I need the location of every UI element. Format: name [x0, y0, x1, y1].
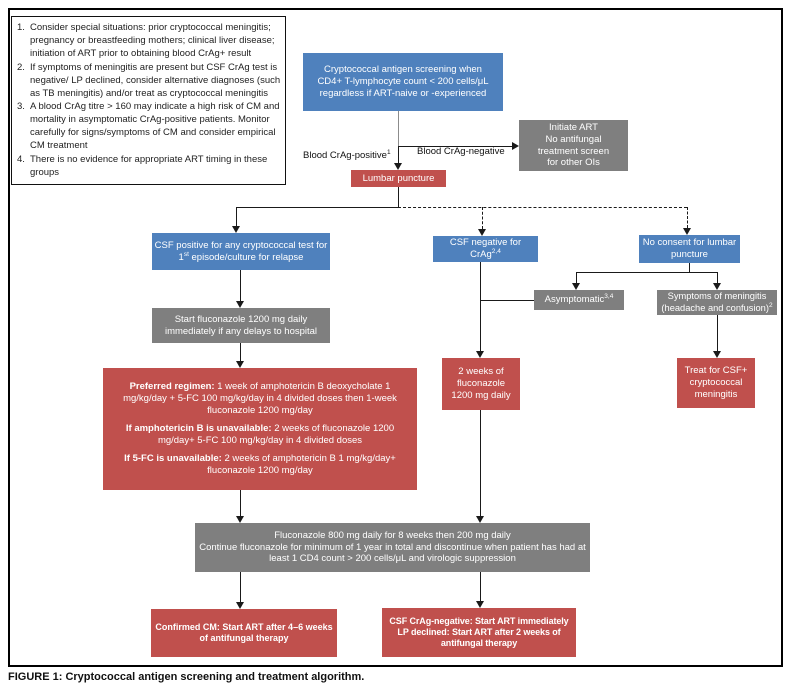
- note-number: 1.: [17, 22, 25, 33]
- label-blood-crag-negative: Blood CrAg-negative: [417, 146, 505, 157]
- arrowhead-confirmed-cm: [236, 602, 244, 609]
- edge-symptoms-drop: [717, 272, 718, 283]
- arrowhead-csf-negative: [478, 229, 486, 236]
- node-symptoms-meningitis: Symptoms of meningitis (headache and con…: [657, 290, 777, 315]
- csf-negative-sup: 2,4: [491, 247, 501, 255]
- node-two-weeks-fluconazole: 2 weeks of fluconazole 1200 mg daily: [442, 358, 520, 410]
- arrowhead-maintenance-right: [476, 516, 484, 523]
- asymptomatic-sup: 3,4: [604, 292, 614, 300]
- regimen-no-5fc-text: 2 weeks of amphotericin B 1 mg/kg/day+ f…: [207, 452, 396, 476]
- note-text: Consider special situations: prior crypt…: [30, 22, 275, 59]
- note-item-4: 4. There is no evidence for appropriate …: [17, 154, 281, 180]
- edge-csf-negative-drop-dashed: [482, 207, 483, 229]
- edge-start-fluconazole-down: [240, 343, 241, 361]
- arrowhead-lumbar: [394, 163, 402, 170]
- node-start-fluconazole: Start fluconazole 1200 mg daily immediat…: [152, 308, 330, 343]
- label-blood-crag-positive-text: Blood CrAg-positive: [303, 150, 387, 161]
- note-number: 4.: [17, 154, 25, 166]
- edge-maintenance-left-down: [240, 572, 241, 602]
- asymptomatic-pre: Asymptomatic: [544, 294, 605, 306]
- regimen-preferred-label: Preferred regimen:: [129, 381, 215, 393]
- arrowhead-two-weeks: [476, 351, 484, 358]
- arrowhead-csf-positive: [232, 226, 240, 233]
- note-item-1: 1. Consider special situations: prior cr…: [17, 22, 281, 61]
- edge-maintenance-right-down: [480, 572, 481, 601]
- figure-caption-label: FIGURE 1:: [8, 671, 63, 683]
- edge-asymptomatic-drop: [576, 272, 577, 283]
- note-text: If symptoms of meningitis are present bu…: [30, 61, 281, 99]
- edge-two-weeks-down: [480, 410, 481, 516]
- csf-negative-text: CSF negative for CrAg2,4: [435, 237, 536, 261]
- arrowhead-treat-csf: [713, 351, 721, 358]
- edge-csf-positive-down: [240, 270, 241, 301]
- edge-no-consent-down: [689, 263, 690, 272]
- csf-positive-post: episode/culture for relapse: [188, 251, 304, 263]
- csf-positive-pre: CSF positive for any cryptococcal test f…: [154, 239, 328, 263]
- node-maintenance-fluconazole: Fluconazole 800 mg daily for 8 weeks the…: [195, 523, 590, 572]
- node-csf-positive: CSF positive for any cryptococcal test f…: [152, 233, 330, 270]
- figure-caption-text: Cryptococcal antigen screening and treat…: [62, 671, 365, 683]
- arrowhead-no-consent: [683, 228, 691, 235]
- node-lumbar-puncture: Lumbar puncture: [351, 170, 446, 187]
- edge-csf-negative-down: [480, 262, 481, 351]
- arrowhead-regimen: [236, 361, 244, 368]
- note-text: There is no evidence for appropriate ART…: [30, 154, 268, 178]
- note-item-3: 3. A blood CrAg titre > 160 may indicate…: [17, 101, 281, 153]
- node-screening: Cryptococcal antigen screening when CD4+…: [303, 53, 503, 111]
- notes-box: 1. Consider special situations: prior cr…: [11, 16, 286, 185]
- figure-caption: FIGURE 1: Cryptococcal antigen screening…: [8, 671, 364, 683]
- label-blood-crag-positive-sup: 1: [386, 148, 391, 156]
- edge-lumbar-down: [398, 187, 399, 207]
- node-asymptomatic: Asymptomatic3,4: [534, 290, 624, 310]
- symptoms-line2: (headache and confusion)2: [661, 301, 773, 315]
- arrowhead-initiate-art: [512, 142, 519, 150]
- edge-symptoms-down: [717, 315, 718, 351]
- arrowhead-asymptomatic: [572, 283, 580, 290]
- node-treat-csf-positive: Treat for CSF+ cryptococcal meningitis: [677, 358, 755, 408]
- label-blood-crag-positive: Blood CrAg-positive1: [303, 148, 391, 161]
- edge-csf-positive-drop: [236, 207, 237, 226]
- node-csf-negative: CSF negative for CrAg2,4: [433, 236, 538, 262]
- arrowhead-symptoms: [713, 283, 721, 290]
- csf-positive-text: CSF positive for any cryptococcal test f…: [154, 240, 328, 264]
- node-no-consent: No consent for lumbar puncture: [639, 235, 740, 263]
- edge-no-consent-drop-dashed: [687, 207, 688, 228]
- arrowhead-art-start: [476, 601, 484, 608]
- edge-branch-left: [236, 207, 399, 208]
- symptoms-line1: Symptoms of meningitis: [667, 290, 767, 301]
- node-initiate-art: Initiate ART No antifungal treatment scr…: [519, 120, 628, 171]
- node-confirmed-cm: Confirmed CM: Start ART after 4–6 weeks …: [151, 609, 337, 657]
- arrowhead-maintenance-left: [236, 516, 244, 523]
- note-item-2: 2. If symptoms of meningitis are present…: [17, 62, 281, 101]
- edge-branch-right-dashed: [398, 207, 687, 208]
- edge-regimen-down: [240, 490, 241, 516]
- regimen-no-amphotericin-label: If amphotericin B is unavailable:: [125, 423, 272, 435]
- note-number: 2.: [17, 61, 25, 73]
- edge-screening-down: [398, 111, 399, 146]
- note-text: A blood CrAg titre > 160 may indicate a …: [30, 101, 280, 152]
- asymptomatic-text: Asymptomatic3,4: [544, 292, 614, 306]
- csf-negative-pre: CSF negative for CrAg: [449, 237, 522, 260]
- edge-screening-to-lumbar: [398, 146, 399, 164]
- node-art-start: CSF CrAg-negative: Start ART immediately…: [382, 608, 576, 657]
- regimen-no-5fc: If 5-FC is unavailable: 2 weeks of ampho…: [111, 453, 409, 477]
- node-preferred-regimen: Preferred regimen: 1 week of amphoterici…: [103, 368, 417, 490]
- arrowhead-start-fluconazole: [236, 301, 244, 308]
- csf-positive-sup: st: [183, 250, 189, 258]
- symptoms-sup: 2: [768, 301, 773, 309]
- edge-no-consent-split: [576, 272, 718, 273]
- note-number: 3.: [17, 101, 25, 113]
- edge-asymptomatic-join: [481, 300, 534, 301]
- regimen-preferred-text: 1 week of amphotericin B deoxycholate 1 …: [123, 381, 397, 417]
- regimen-no-5fc-label: If 5-FC is unavailable:: [124, 452, 222, 464]
- edge-to-initiate-art: [398, 146, 512, 147]
- regimen-no-amphotericin-text: 2 weeks of fluconazole 1200 mg/day+ 5-FC…: [157, 423, 395, 446]
- regimen-no-amphotericin: If amphotericin B is unavailable: 2 week…: [111, 423, 409, 447]
- regimen-preferred: Preferred regimen: 1 week of amphoterici…: [111, 381, 409, 417]
- symptoms-line2-text: (headache and confusion): [661, 302, 769, 313]
